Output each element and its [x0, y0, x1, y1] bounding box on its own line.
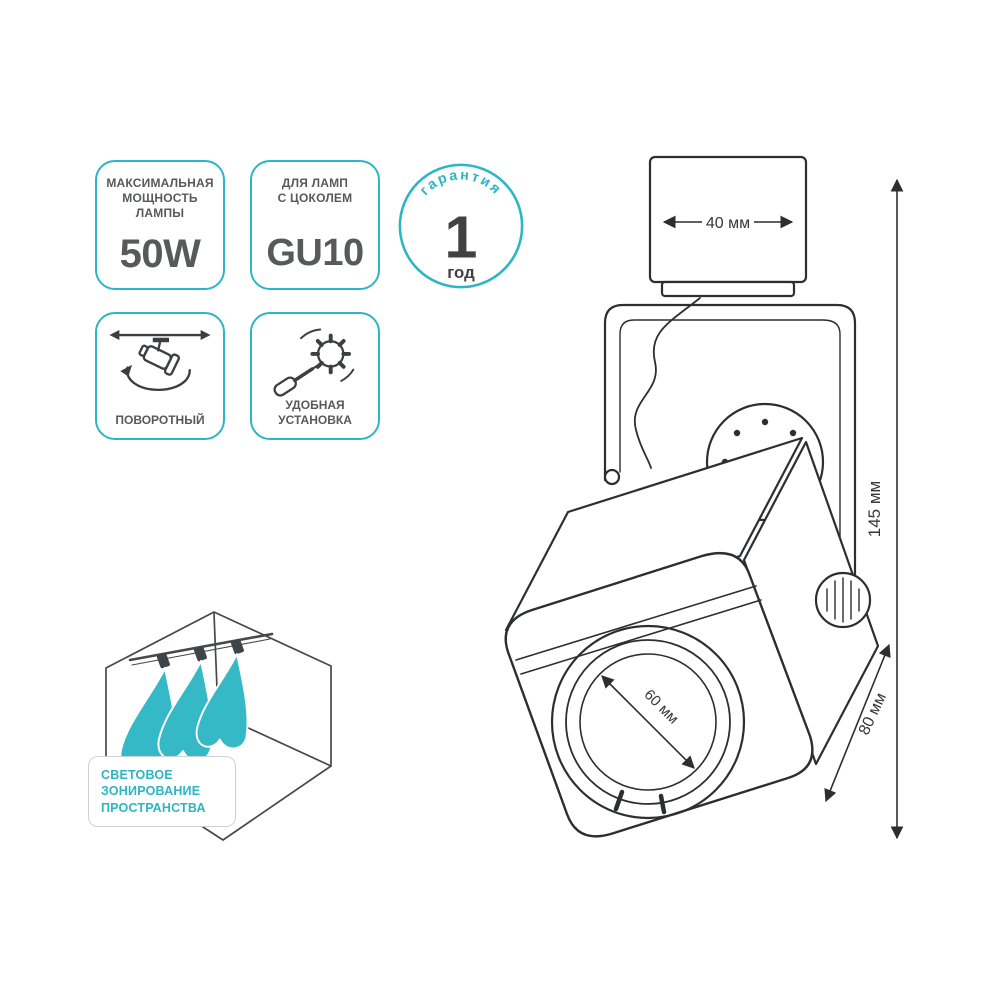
rotating-spotlight-icon — [109, 330, 211, 392]
caption-line: ПОВОРОТНЫЙ — [115, 412, 205, 427]
caption-line: УСТАНОВКА — [278, 412, 352, 427]
dim-40-label: 40 мм — [706, 215, 750, 232]
lens-clip-left — [613, 789, 625, 812]
power-cable — [633, 297, 701, 469]
caption-line: ЛАМПЫ — [135, 206, 185, 221]
warranty-ring — [398, 163, 524, 289]
badge-rotatable: ПОВОРОТНЫЙ — [95, 312, 225, 440]
pivot-screw-left — [603, 468, 621, 486]
screwdriver-gear-icon — [273, 328, 355, 397]
warranty-badge-graphic: гарантия 1 год — [398, 163, 524, 289]
badge-lamp-base: ДЛЯ ЛАМП С ЦОКОЛЕМ GU10 — [250, 160, 380, 290]
body-seam-line-2 — [520, 599, 762, 675]
adjustment-knob — [814, 571, 872, 629]
caption-line: СВЕТОВОЕ — [101, 768, 173, 782]
yoke-bracket-outer — [603, 303, 857, 608]
max-power-value: 50W — [119, 232, 201, 276]
badge-lamp-base-caption: ДЛЯ ЛАМП С ЦОКОЛЕМ — [278, 176, 353, 224]
dim-80-arrow — [824, 643, 891, 803]
caption-line: МОЩНОСТЬ — [122, 191, 198, 206]
rotatable-label: ПОВОРОТНЫЙ — [115, 413, 204, 428]
body-seam-line-1 — [515, 585, 757, 661]
badge-max-power: МАКСИМАЛЬНАЯ МОЩНОСТЬ ЛАМПЫ 50W — [95, 160, 225, 290]
dim-145-label: 145 мм — [865, 481, 884, 537]
badge-max-power-caption: МАКСИМАЛЬНАЯ МОЩНОСТЬ ЛАМПЫ — [106, 176, 213, 224]
light-beams — [119, 653, 249, 774]
warranty-unit: год — [447, 263, 475, 282]
caption-line: ПРОСТРАНСТВА — [101, 800, 206, 815]
lens-middle-ring — [565, 639, 731, 805]
caption-line: ДЛЯ ЛАМП — [281, 176, 349, 190]
fixture-drawing — [504, 155, 880, 838]
caption-line: МАКСИМАЛЬНАЯ — [106, 176, 214, 190]
yoke-bracket-inner — [619, 319, 841, 595]
warranty-badge: гарантия 1 год — [392, 157, 530, 295]
track-lamps — [156, 638, 244, 669]
badge-easy-install: УДОБНАЯ УСТАНОВКА — [250, 312, 380, 440]
warranty-value: 1 — [445, 204, 478, 271]
lens-outer-ring — [550, 624, 746, 820]
adapter-base-plate — [660, 280, 796, 298]
easy-install-label: УДОБНАЯ УСТАНОВКА — [278, 398, 352, 428]
lens-inner-ring — [579, 653, 717, 791]
zoning-caption-box: СВЕТОВОЕ ЗОНИРОВАНИЕ ПРОСТРАНСТВА — [88, 756, 236, 827]
caption-line: УДОБНАЯ — [285, 397, 345, 412]
lens-clip-right — [658, 793, 667, 815]
dim-60-arrow — [601, 675, 695, 769]
caption-line: ЗОНИРОВАНИЕ — [101, 784, 201, 799]
caption-line: С ЦОКОЛЕМ — [277, 191, 353, 206]
lamp-base-value: GU10 — [266, 232, 364, 274]
